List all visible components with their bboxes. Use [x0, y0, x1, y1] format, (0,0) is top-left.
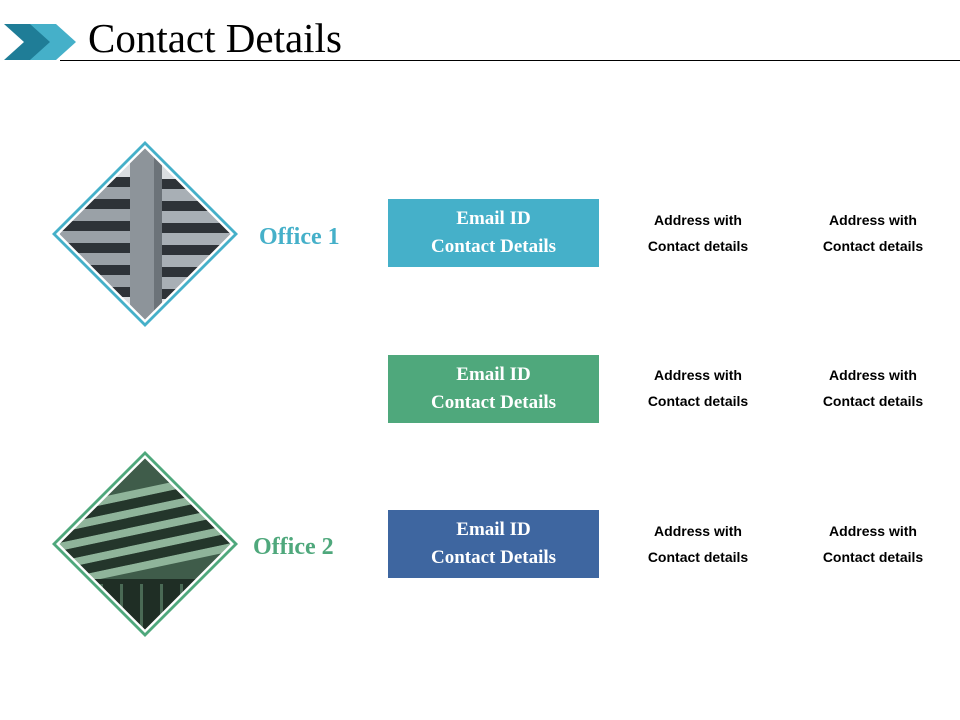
address-line-2: Contact details	[822, 238, 924, 254]
address-row-1-col-2: Address with Contact details	[803, 207, 943, 259]
address-line-2: Contact details	[822, 549, 924, 565]
email-box-row-3: Email ID Contact Details	[388, 510, 599, 578]
office-1-label: Office 1	[259, 224, 340, 250]
address-row-1-col-1: Address with Contact details	[628, 207, 768, 259]
contact-details-label: Contact Details	[430, 236, 557, 257]
address-line-2: Contact details	[647, 549, 749, 565]
address-row-3-col-2: Address with Contact details	[803, 518, 943, 570]
address-line-2: Contact details	[647, 393, 749, 409]
address-line-2: Contact details	[822, 393, 924, 409]
address-row-3-col-1: Address with Contact details	[628, 518, 768, 570]
office-2-building-image	[52, 451, 238, 637]
address-line-1: Address with	[829, 523, 917, 539]
office-2-label: Office 2	[253, 534, 334, 560]
address-line-1: Address with	[654, 212, 742, 228]
email-box-row-2: Email ID Contact Details	[388, 355, 599, 423]
address-line-1: Address with	[654, 523, 742, 539]
address-line-1: Address with	[654, 367, 742, 383]
contact-details-label: Contact Details	[430, 392, 557, 413]
email-id-label: Email ID	[456, 519, 531, 540]
address-line-1: Address with	[829, 367, 917, 383]
email-id-label: Email ID	[456, 364, 531, 385]
email-id-label: Email ID	[456, 208, 531, 229]
page-title: Contact Details	[88, 15, 342, 61]
address-line-1: Address with	[829, 212, 917, 228]
email-box-row-1: Email ID Contact Details	[388, 199, 599, 267]
address-line-2: Contact details	[647, 238, 749, 254]
contact-details-label: Contact Details	[430, 547, 557, 568]
title-divider	[60, 60, 960, 61]
address-row-2-col-2: Address with Contact details	[803, 362, 943, 414]
office-1-building-image	[52, 141, 238, 327]
address-row-2-col-1: Address with Contact details	[628, 362, 768, 414]
chevron-arrow-icon	[4, 24, 76, 60]
